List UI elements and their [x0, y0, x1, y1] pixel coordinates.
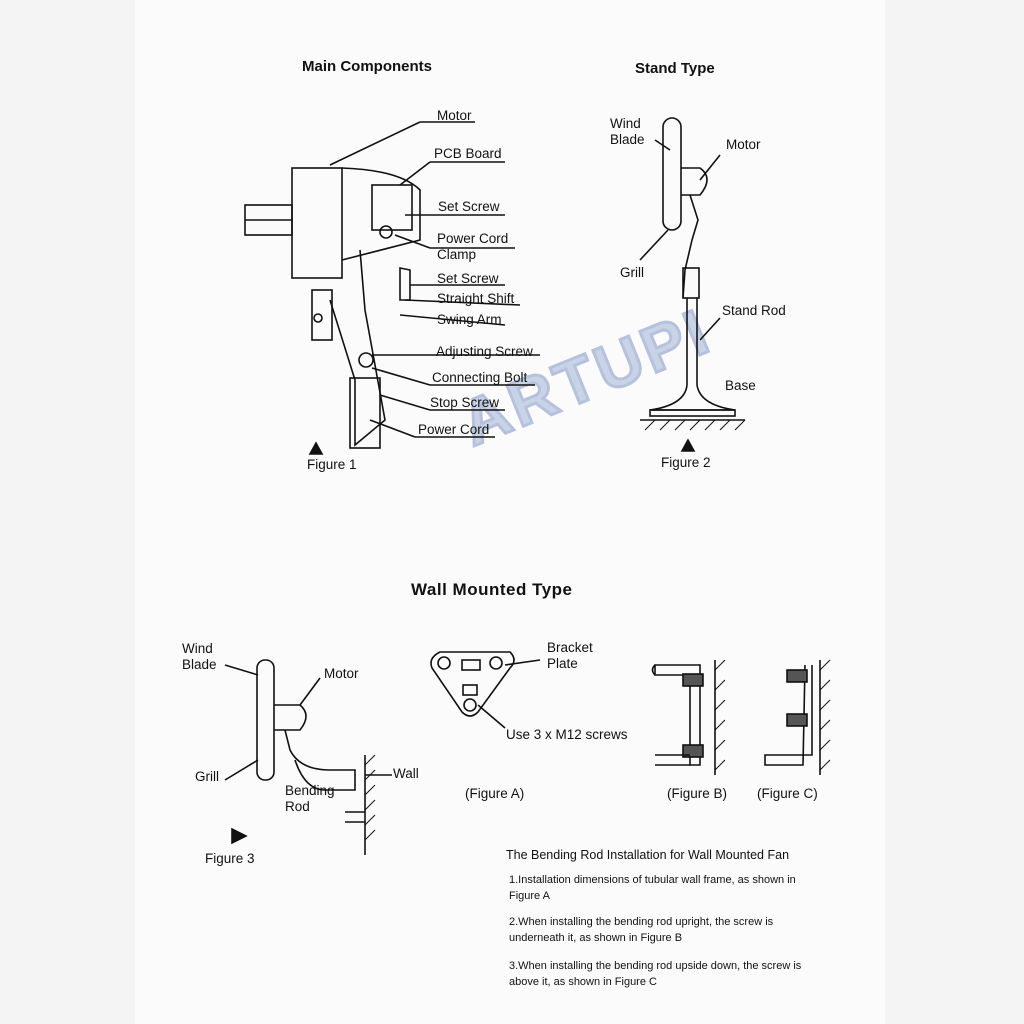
label-base: Base — [725, 378, 756, 393]
label-blade: Blade — [610, 132, 645, 147]
label-screws: Use 3 x M12 screws — [506, 727, 628, 742]
label-bending: Bending — [285, 783, 335, 798]
label-grill: Grill — [620, 265, 644, 280]
label-wind-3: Wind — [182, 641, 213, 656]
figure1-caption: Figure 1 — [307, 457, 357, 472]
label-wind: Wind — [610, 116, 641, 131]
figure3-caption: Figure 3 — [205, 851, 255, 866]
label-motor-stand: Motor — [726, 137, 761, 152]
label-power-cord-clamp-1: Power Cord — [437, 231, 509, 246]
label-power-cord-clamp-2: Clamp — [437, 247, 477, 262]
label-wall: Wall — [393, 766, 419, 781]
figure1-drawing — [244, 121, 540, 455]
figure2-drawing — [639, 117, 746, 452]
figureB-drawing — [651, 659, 726, 775]
label-rod: Rod — [285, 799, 310, 814]
label-swing-arm: Swing Arm — [437, 312, 502, 327]
label-stand-rod: Stand Rod — [722, 303, 786, 318]
label-pcb-board: PCB Board — [434, 146, 502, 161]
figure3-drawing — [224, 659, 392, 855]
heading-wall-mounted-type: Wall Mounted Type — [411, 580, 573, 599]
label-grill-3: Grill — [195, 769, 219, 784]
instruction-step-2: 2.When installing the bending rod uprigh… — [509, 916, 774, 944]
instructions-title: The Bending Rod Installation for Wall Mo… — [506, 848, 790, 862]
figureB-caption: (Figure B) — [667, 786, 728, 801]
label-adjusting-screw: Adjusting Screw — [436, 344, 533, 359]
heading-main-components: Main Components — [302, 58, 432, 75]
label-motor-3: Motor — [324, 666, 359, 681]
manual-page — [135, 0, 885, 1024]
label-motor: Motor — [437, 108, 472, 123]
label-set-screw-2: Set Screw — [437, 271, 499, 286]
label-bracket: Bracket — [547, 640, 593, 655]
label-power-cord: Power Cord — [418, 422, 490, 437]
figureC-drawing — [764, 659, 831, 775]
figureA-caption: (Figure A) — [465, 786, 525, 801]
label-connecting-bolt: Connecting Bolt — [432, 370, 528, 385]
label-blade-3: Blade — [182, 657, 217, 672]
instruction-step-1: 1.Installation dimensions of tubular wal… — [509, 874, 796, 902]
label-straight-shift: Straight Shift — [437, 291, 515, 306]
label-stop-screw: Stop Screw — [430, 395, 500, 410]
heading-stand-type: Stand Type — [635, 60, 715, 77]
label-set-screw: Set Screw — [438, 199, 500, 214]
figure2-caption: Figure 2 — [661, 455, 711, 470]
figureC-caption: (Figure C) — [757, 786, 818, 801]
label-plate: Plate — [547, 656, 578, 671]
figureA-drawing — [430, 651, 541, 729]
instruction-step-3: 3.When installing the bending rod upside… — [509, 960, 802, 988]
